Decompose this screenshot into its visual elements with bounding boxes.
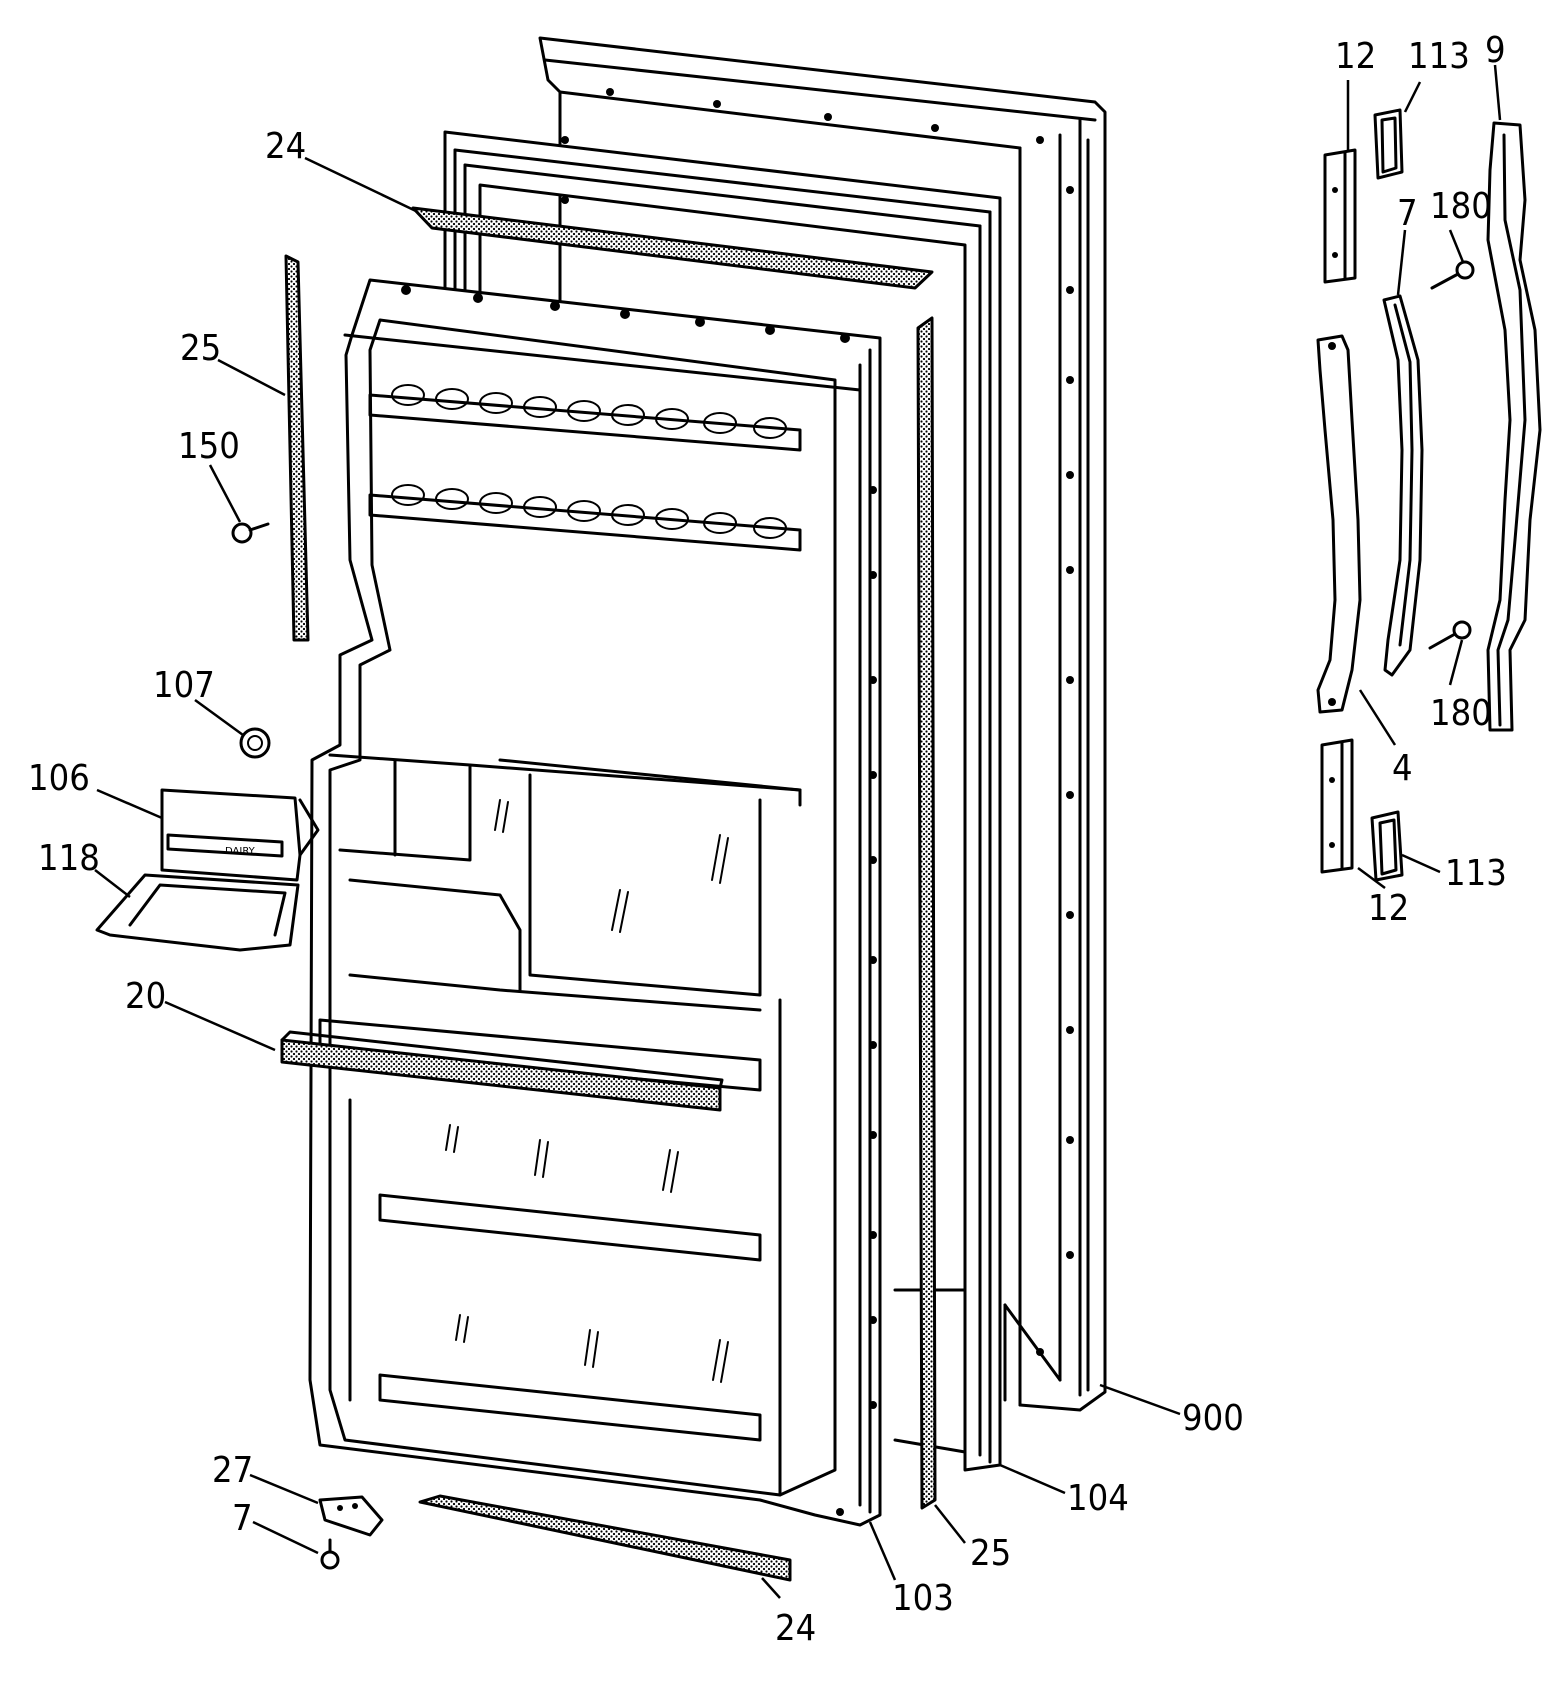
dairy-door: DAIRY [160,788,320,882]
callout-103: 103 [892,1578,954,1619]
gasket-bottom [418,1494,792,1582]
callout-24-top: 24 [265,126,306,167]
bracket-12-bottom [1320,738,1354,874]
door-outer-panel [538,36,1107,1412]
callout-104: 104 [1067,1478,1129,1519]
callout-180-bottom: 180 [1430,693,1492,734]
cap-113-bottom [1370,810,1404,882]
callout-27: 27 [212,1450,253,1491]
callout-labels: 24 25 150 107 106 118 20 27 7 24 103 25 … [28,30,1507,1649]
callout-107: 107 [153,665,215,706]
liner-holes [401,285,877,1516]
callout-180-top: 180 [1430,186,1492,227]
screw-7-bottom [320,1538,340,1570]
cap-113-top [1373,108,1404,180]
callout-900: 900 [1182,1398,1244,1439]
callout-25-right: 25 [970,1533,1011,1574]
callout-20: 20 [125,976,166,1017]
screw-180-top [1430,260,1475,290]
trim-7 [1382,294,1424,677]
callout-4: 4 [1392,748,1413,789]
leader-lines [94,64,1502,1599]
callout-7-trim: 7 [1397,193,1418,234]
hinge-27 [318,1495,384,1537]
dairy-tray [95,873,300,952]
handle-4 [1316,334,1362,714]
egg-shelf-upper [368,384,802,452]
bracket-12-top [1323,148,1357,284]
shelf-bar [280,1030,724,1112]
gasket-top [411,206,934,290]
callout-106: 106 [28,758,90,799]
outer-panel-holes [561,88,1074,1356]
plug-107 [239,727,271,759]
callout-12-top: 12 [1335,36,1376,77]
door-liner [308,278,882,1527]
callout-7-bottom: 7 [232,1498,253,1539]
egg-shelf-lower [368,484,802,552]
callout-9: 9 [1485,30,1506,71]
callout-24-bottom: 24 [775,1608,816,1649]
screw-150 [231,522,270,544]
callout-12-bottom: 12 [1368,888,1409,929]
callout-113-bottom: 113 [1445,853,1507,894]
gasket-left [284,254,310,642]
gasket-right [916,316,937,1510]
handle-9 [1486,121,1542,732]
callout-25-left: 25 [180,328,221,369]
callout-150: 150 [178,426,240,467]
callout-113-top: 113 [1408,36,1470,77]
callout-118: 118 [38,838,100,879]
dairy-label: DAIRY [225,846,256,857]
screw-180-bottom [1428,620,1472,650]
